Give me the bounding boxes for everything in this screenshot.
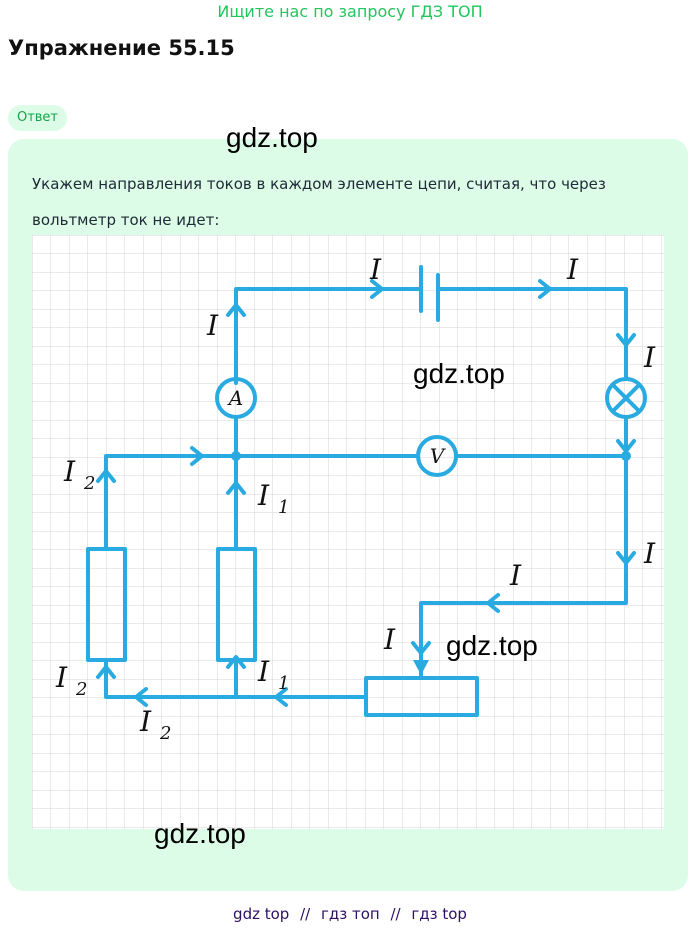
lamp-cross-2 (611, 383, 641, 413)
answer-badge[interactable]: Ответ (8, 105, 67, 131)
current-label-ammeter: I (206, 309, 219, 342)
wire-right-down (419, 416, 628, 677)
circuit-figure: A V I I I I I I I I 1 I 1 I 2 I 2 I 2 (32, 235, 664, 829)
current-label-I2-left-sub: 2 (75, 679, 87, 700)
ammeter-label: A (227, 386, 243, 410)
slider-arrow-head (413, 660, 429, 675)
current-label-I2-top: I (63, 455, 76, 488)
arrow-down-right-top (616, 333, 636, 347)
arrow-up-r1-bottom (226, 655, 246, 669)
current-label-I2-bottom: I (139, 705, 152, 738)
current-label-lamp: I (643, 341, 656, 374)
arrow-right-r2-top (190, 446, 204, 466)
footer-links: gdz top // гдз топ // гдз top (0, 905, 700, 923)
top-banner[interactable]: Ищите нас по запросу ГДЗ ТОП (217, 2, 483, 21)
arrow-up-ammeter (226, 303, 246, 317)
arrow-left-bottom-1 (274, 687, 288, 707)
current-label-slider: I (383, 623, 396, 656)
arrow-top-left (370, 279, 384, 299)
current-label-I1-top: I (257, 479, 270, 512)
current-label-top-left: I (369, 253, 382, 286)
current-label-I1-bottom: I (257, 655, 270, 688)
wire-top-right (437, 287, 628, 380)
footer-link-gdz-top-ru[interactable]: гдз топ (320, 905, 380, 923)
footer-separator: // (390, 905, 401, 923)
current-label-rheostat-top: I (509, 559, 522, 592)
current-label-I2-left: I (55, 661, 68, 694)
current-label-I1-top-sub: 1 (278, 497, 289, 518)
current-label-I1-bottom-sub: 1 (278, 673, 289, 694)
current-label-I2-bottom-sub: 2 (159, 723, 171, 744)
arrow-up-r2-top (96, 469, 116, 483)
wire-bottom (104, 658, 368, 699)
wire-left-top (104, 454, 238, 551)
watermark: gdz.top (154, 818, 246, 849)
footer-link-gdz-top[interactable]: gdz top (233, 905, 290, 923)
current-label-top-right: I (566, 253, 579, 286)
arrow-left-bottom-2 (134, 687, 148, 707)
voltmeter-label: V (430, 444, 447, 468)
arrow-left-rheostat-top (486, 593, 500, 613)
current-label-right-low: I (643, 537, 656, 570)
arrow-top-right (538, 279, 552, 299)
arrow-up-r1-top (226, 481, 246, 495)
footer-separator: // (300, 905, 311, 923)
wire-top-left (234, 287, 422, 385)
watermark: gdz.top (226, 122, 318, 153)
arrow-down-slider (411, 641, 431, 655)
watermark: gdz.top (413, 358, 505, 389)
page-title: Упражнение 55.15 (8, 36, 235, 60)
arrow-up-r2-bottom (96, 665, 116, 679)
grid-lines (32, 235, 664, 829)
watermark: gdz.top (446, 630, 538, 661)
circuit-wires (86, 265, 647, 717)
arrow-down-lamp (616, 439, 636, 453)
answer-card: Укажем направления токов в каждом элемен… (8, 139, 688, 891)
junction-right (621, 451, 631, 461)
junction-left (231, 451, 241, 461)
arrow-down-right-low (616, 551, 636, 565)
answer-text: Укажем направления токов в каждом элемен… (32, 175, 606, 229)
current-arrows (96, 279, 636, 707)
current-label-I2-top-sub: 2 (83, 473, 95, 494)
footer-link-gdz-top-mixed[interactable]: гдз top (411, 905, 467, 923)
ammeter-circle (215, 377, 257, 419)
